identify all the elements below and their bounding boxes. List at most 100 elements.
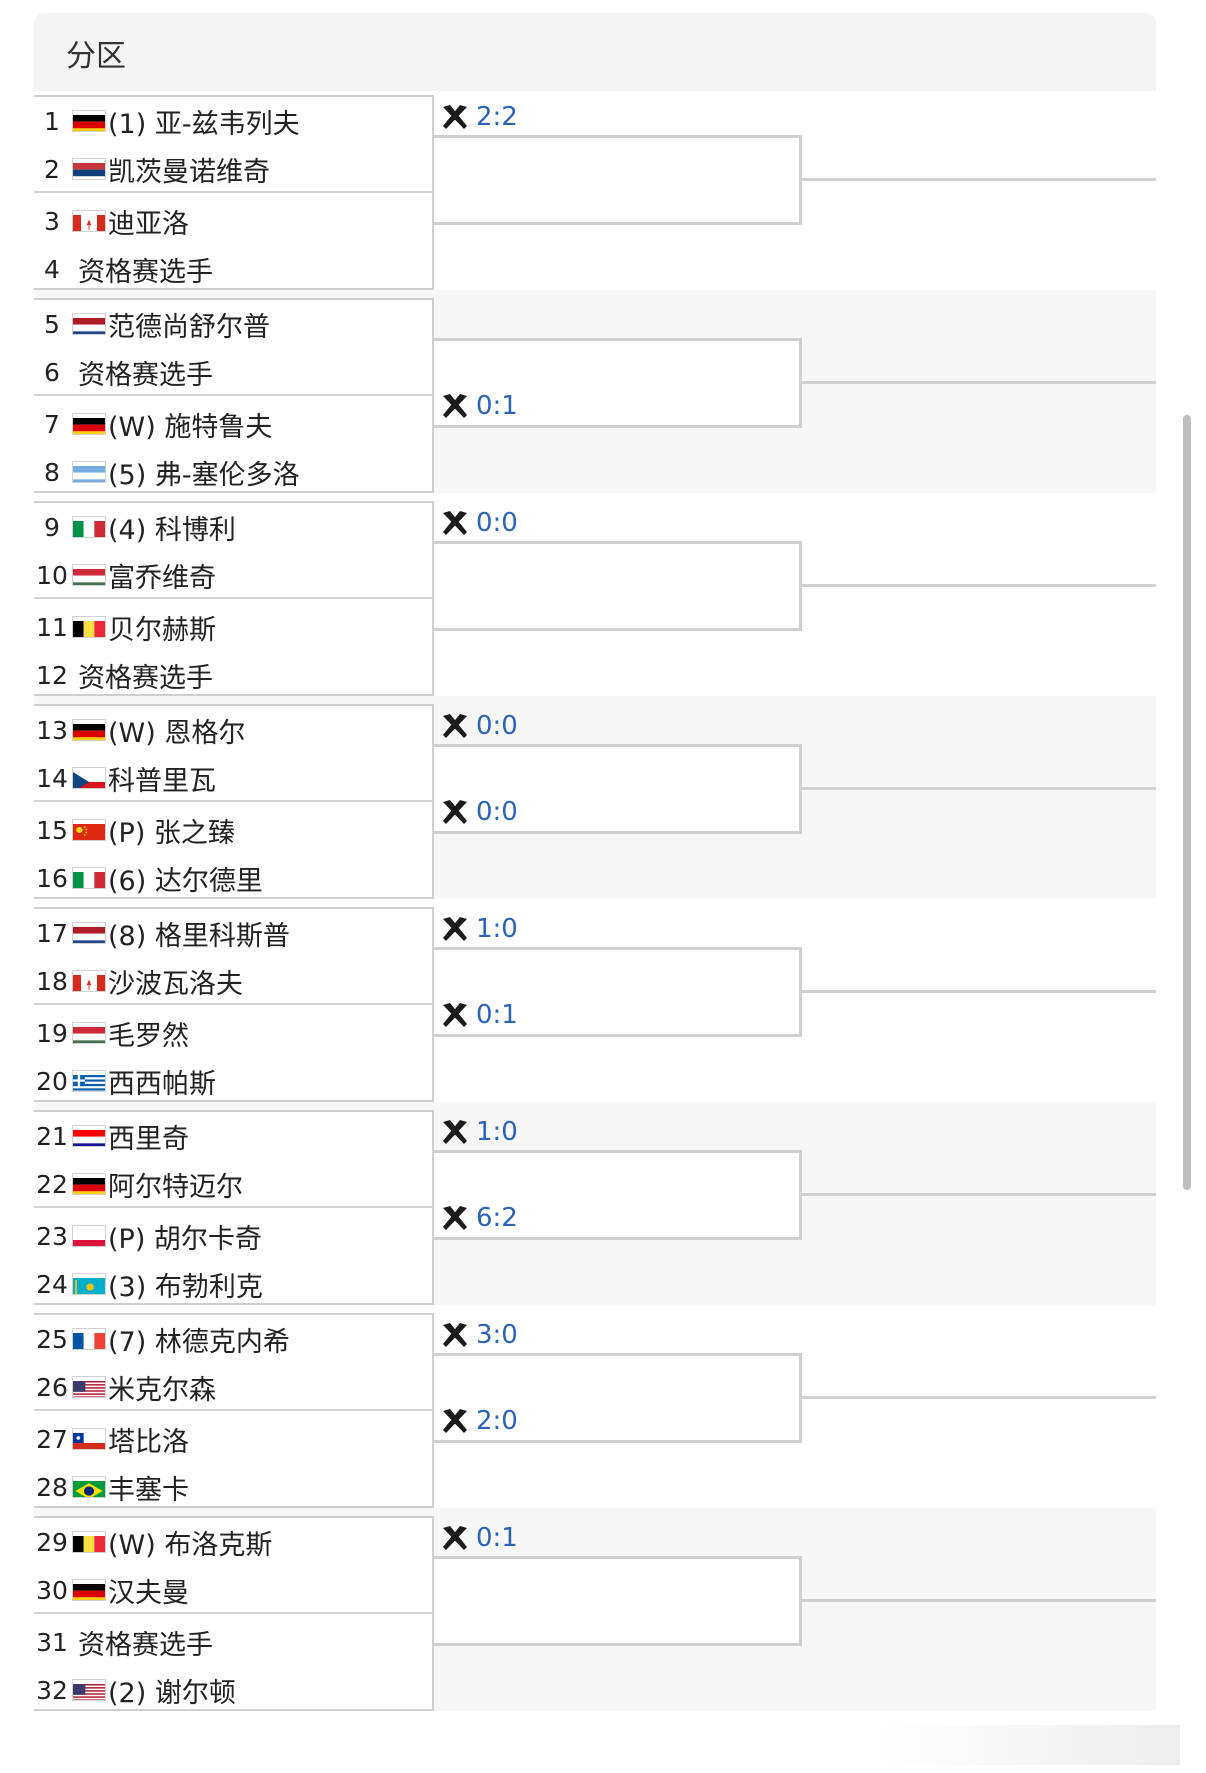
score-value: 1:0 [476,914,518,944]
crossed-rackets-icon [440,711,470,741]
draw-position: 22 [36,1169,68,1199]
draw-position: 9 [44,512,60,542]
player-row[interactable]: 23 (P) 胡尔卡奇 [34,1212,262,1260]
player-name: (1) 亚-兹韦列夫 [108,108,300,140]
flag-icon [73,111,105,131]
flag-icon [73,720,105,740]
round2-connector [434,1556,802,1646]
round3-line [802,990,1156,993]
player-name: (W) 恩格尔 [108,717,246,749]
player-row[interactable]: 25 (7) 林德克内希 [34,1315,290,1363]
flag-icon [73,1226,105,1246]
flag-icon [73,211,105,231]
draw-position: 20 [36,1066,68,1096]
flag-icon [73,1377,105,1397]
draw-position: 29 [36,1527,68,1557]
player-name: (P) 胡尔卡奇 [108,1223,262,1255]
player-row[interactable]: 13 (W) 恩格尔 [34,706,245,754]
player-row[interactable]: 21 西里奇 [34,1112,189,1160]
crossed-rackets-icon [440,1203,470,1233]
section-header: 分区 [34,13,1156,91]
flag-icon [73,1580,105,1600]
player-row[interactable]: 29 (W) 布洛克斯 [34,1518,272,1566]
player-name: 西西帕斯 [108,1068,216,1100]
score-value: 0:1 [476,1523,518,1553]
draw-position: 19 [36,1018,68,1048]
player-row[interactable]: 3 迪亚洛 [34,197,189,245]
player-row[interactable]: 20 西西帕斯 [34,1057,216,1105]
player-row[interactable]: 7 (W) 施特鲁夫 [34,400,272,448]
player-row[interactable]: 24 (3) 布勃利克 [34,1260,263,1308]
match-score[interactable]: 0:1 [440,1520,518,1556]
player-row[interactable]: 30 汉夫曼 [34,1566,189,1614]
draw-position: 11 [36,612,68,642]
player-row[interactable]: 8 (5) 弗-塞伦多洛 [34,448,300,496]
flag-icon [73,768,105,788]
flag-icon [73,1071,105,1091]
player-row[interactable]: 18 沙波瓦洛夫 [34,957,243,1005]
player-row[interactable]: 27 塔比洛 [34,1415,189,1463]
match-score[interactable]: 2:2 [440,99,518,135]
match-score[interactable]: 0:0 [440,794,518,830]
player-row[interactable]: 9 (4) 科博利 [34,503,236,551]
player-name: 范德尚舒尔普 [108,311,270,343]
draw-position: 32 [36,1675,68,1705]
match-score[interactable]: 6:2 [440,1200,518,1236]
player-row[interactable]: 19 毛罗然 [34,1009,189,1057]
flag-icon [73,1477,105,1497]
crossed-rackets-icon [440,391,470,421]
match-score[interactable]: 3:0 [440,1317,518,1353]
player-row[interactable]: 10 富乔维奇 [34,551,216,599]
player-row[interactable]: 32(2) 谢尔顿 [34,1666,236,1714]
match-score[interactable]: 0:0 [440,708,518,744]
match-score[interactable]: 0:1 [440,388,518,424]
flag-icon [73,159,105,179]
flag-icon [73,314,105,334]
player-row[interactable]: 15 (P) 张之臻 [34,806,235,854]
crossed-rackets-icon [440,914,470,944]
player-name: (7) 林德克内希 [108,1326,290,1358]
round2-connector [434,541,802,631]
scrollbar[interactable] [1183,415,1191,1190]
draw-position: 1 [44,106,60,136]
match-divider [34,597,432,599]
match-score[interactable]: 1:0 [440,1114,518,1150]
score-value: 0:0 [476,797,518,827]
flag-icon [73,414,105,434]
draw-position: 27 [36,1424,68,1454]
player-row[interactable]: 5 范德尚舒尔普 [34,300,270,348]
player-row[interactable]: 2 凯茨曼诺维奇 [34,145,270,193]
match-score[interactable]: 0:0 [440,505,518,541]
player-name: (8) 格里科斯普 [108,920,290,952]
player-row[interactable]: 1 (1) 亚-兹韦列夫 [34,97,300,145]
player-name: 富乔维奇 [108,562,216,594]
player-name: 塔比洛 [108,1426,189,1458]
match-score[interactable]: 2:0 [440,1403,518,1439]
match-score[interactable]: 0:1 [440,997,518,1033]
player-row[interactable]: 17 (8) 格里科斯普 [34,909,290,957]
flag-icon [73,617,105,637]
player-row[interactable]: 22 阿尔特迈尔 [34,1160,243,1208]
score-value: 1:0 [476,1117,518,1147]
player-name: (4) 科博利 [108,514,236,546]
match-divider [34,1612,432,1614]
player-row[interactable]: 16 (6) 达尔德里 [34,854,263,902]
player-name: 凯茨曼诺维奇 [108,156,270,188]
round3-line [802,381,1156,384]
flag-icon [73,1126,105,1146]
score-value: 2:2 [476,102,518,132]
player-row[interactable]: 28 丰塞卡 [34,1463,189,1511]
player-name: 西里奇 [108,1123,189,1155]
draw-position: 3 [44,206,60,236]
player-row[interactable]: 11 贝尔赫斯 [34,603,216,651]
match-score[interactable]: 1:0 [440,911,518,947]
player-name: (W) 施特鲁夫 [108,411,273,443]
player-row[interactable]: 14 科普里瓦 [34,754,216,802]
